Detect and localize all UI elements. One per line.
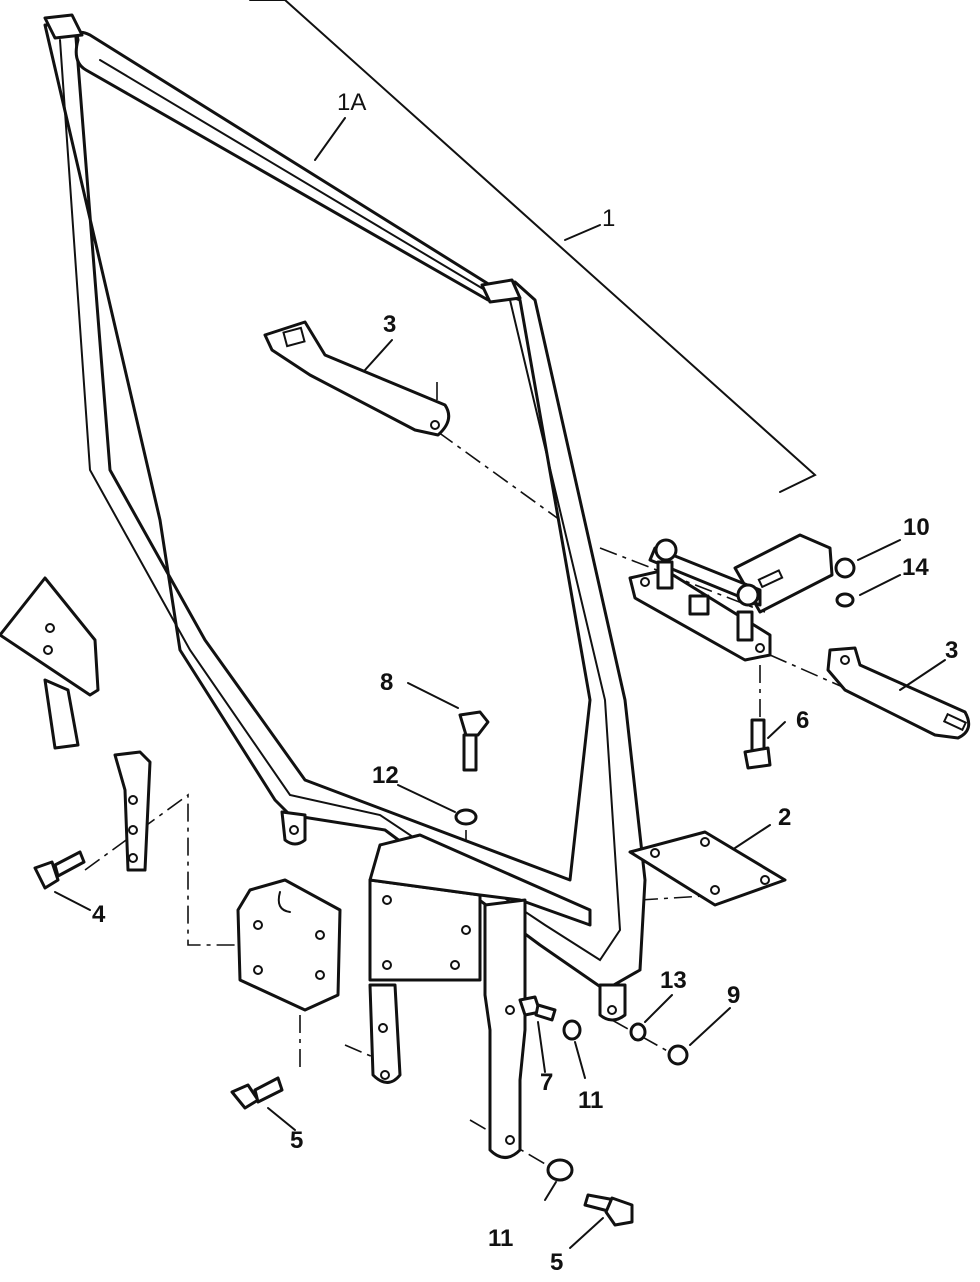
bolt-item-6: [743, 718, 772, 770]
bolt-item-7: [518, 995, 557, 1022]
callout-14: 14: [902, 554, 929, 581]
hinge-strap: [113, 750, 152, 872]
mounting-bracket: [368, 833, 592, 1159]
latch-assembly: [628, 533, 834, 662]
callout-6: 6: [796, 707, 809, 734]
callout-3-top: 3: [383, 311, 396, 338]
callout-12: 12: [372, 762, 399, 789]
plate-item-2: [628, 830, 787, 907]
nut-item-9: [667, 1044, 689, 1066]
washer-item-11-mid: [562, 1019, 582, 1041]
bolt-item-5-left: [230, 1076, 284, 1110]
callout-13: 13: [660, 967, 687, 994]
bolt-item-8: [458, 710, 490, 772]
callout-4: 4: [92, 901, 106, 928]
callout-10: 10: [903, 514, 930, 541]
frame-ears: [280, 810, 627, 1022]
callout-5-bottom: 5: [550, 1249, 563, 1276]
washer-item-12: [454, 808, 478, 826]
bolt-item-4: [33, 850, 86, 890]
leader-lines: [54, 117, 946, 1249]
assembly-centerlines: [84, 382, 846, 1169]
callout-1: 1: [602, 205, 615, 232]
callout-11-bottom: 11: [488, 1225, 513, 1252]
washer-item-14: [835, 592, 855, 608]
nut-item-10: [834, 557, 856, 579]
callout-9: 9: [727, 982, 740, 1009]
frame-tube: [43, 13, 647, 992]
bolt-item-5-bottom: [583, 1193, 634, 1227]
callout-3-right: 3: [945, 637, 958, 664]
washer-item-11-bottom: [546, 1158, 574, 1182]
callout-2: 2: [778, 804, 791, 831]
callout-8: 8: [380, 669, 393, 696]
hinge-plate: [0, 576, 100, 750]
strap-item-3-top: [263, 320, 451, 437]
washer-item-13: [629, 1022, 647, 1042]
callout-1a: 1A: [337, 89, 366, 116]
strap-item-3-right: [826, 646, 971, 740]
hinge-block: [236, 878, 342, 1012]
callout-1-bracket: [249, 0, 817, 493]
callout-5-left: 5: [290, 1127, 303, 1154]
callout-7: 7: [540, 1069, 553, 1096]
callout-11-mid: 11: [578, 1087, 603, 1114]
